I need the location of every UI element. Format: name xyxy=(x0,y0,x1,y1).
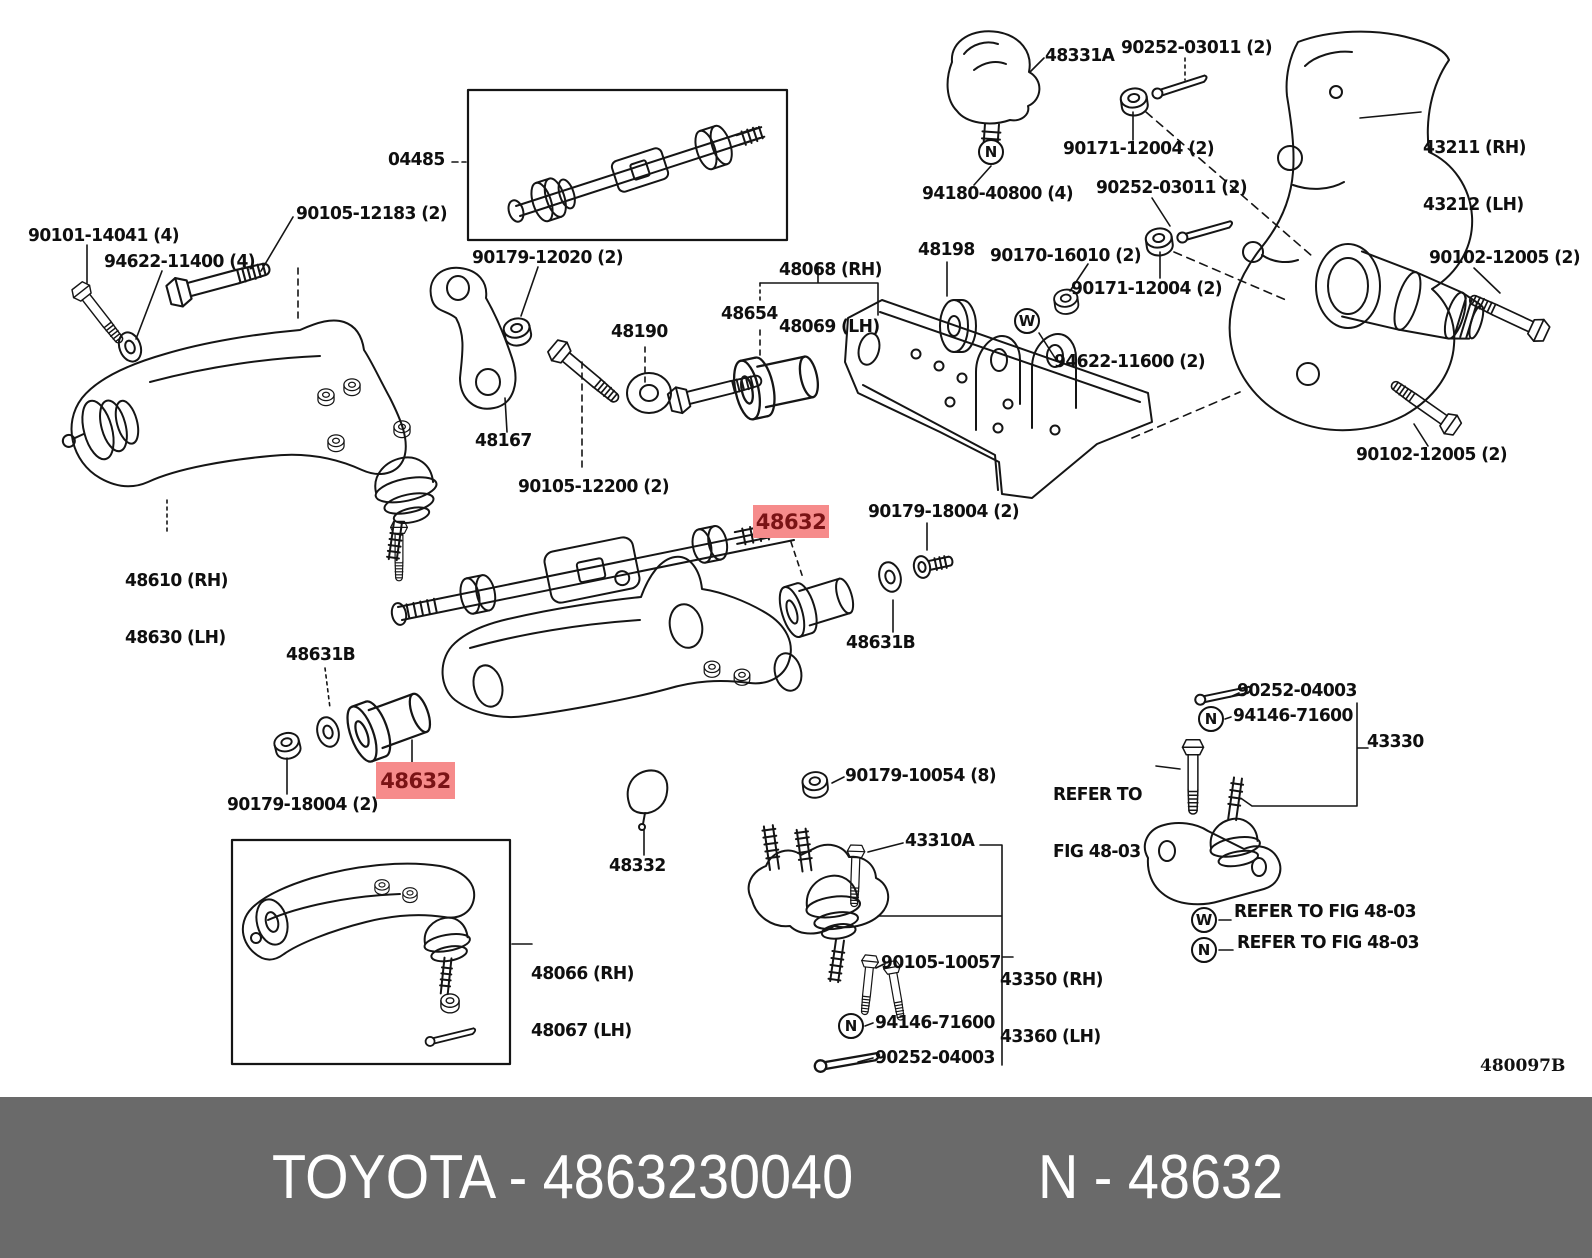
pivot-shaft-drawing xyxy=(390,522,795,626)
part-label-48066-48067: 48066 (RH) 48067 (LH) xyxy=(531,926,634,1059)
nut-symbol-n-right: N xyxy=(1198,706,1224,732)
ball-joint-mount-43350-drawing xyxy=(747,769,911,1074)
part-label-48632-highlight-1: 48632 xyxy=(753,505,829,538)
part-label-90171-12004-2: 90171-12004 (2) xyxy=(1071,278,1223,299)
part-label-90102-12005-top: 90102-12005 (2) xyxy=(1429,247,1581,268)
bracket-48068-drawing xyxy=(844,299,1153,499)
washer-symbol-w-legend: W xyxy=(1191,907,1217,933)
part-label-90252-03011-2: 90252-03011 (2) xyxy=(1096,177,1248,198)
part-label-90102-12005-2: 90102-12005 (2) xyxy=(1356,444,1508,465)
knuckle-43211-drawing xyxy=(1228,30,1553,440)
part-label-04485: 04485 xyxy=(388,149,445,170)
part-label-90101-14041: 90101-14041 (4) xyxy=(28,225,180,246)
bushing-48632-right-drawing xyxy=(773,548,956,641)
nut-symbol-n-legend: N xyxy=(1191,937,1217,963)
part-label-43330: 43330 xyxy=(1367,731,1424,752)
part-label-43211-43212: 43211 (RH) 43212 (LH) xyxy=(1423,100,1526,233)
part-label-48654: 48654 xyxy=(721,303,778,324)
label-line-1: 48610 (RH) xyxy=(125,570,228,591)
part-label-90171-12004-top: 90171-12004 (2) xyxy=(1063,138,1215,159)
label-line-2: 43212 (LH) xyxy=(1423,194,1524,215)
part-label-90170-16010: 90170-16010 (2) xyxy=(990,245,1142,266)
label-line-2: 48630 (LH) xyxy=(125,627,226,648)
part-label-90179-10054: 90179-10054 (8) xyxy=(845,765,997,786)
part-label-48190: 48190 xyxy=(611,321,668,342)
label-line-2: 48067 (LH) xyxy=(531,1020,632,1041)
label-line-2: 48069 (LH) xyxy=(779,316,880,337)
part-label-48631B-right: 48631B xyxy=(846,632,916,653)
part-label-90179-18004-right: 90179-18004 (2) xyxy=(868,501,1020,522)
label-line-1: 43350 (RH) xyxy=(1000,969,1103,990)
adjust-cam-box-drawing xyxy=(466,88,789,242)
grommet-48198-drawing xyxy=(939,299,977,353)
nut-symbol-n-bottom: N xyxy=(838,1013,864,1039)
part-label-90179-12020: 90179-12020 (2) xyxy=(472,247,624,268)
part-label-90105-12200: 90105-12200 (2) xyxy=(518,476,670,497)
part-label-48632-highlight-2: 48632 xyxy=(376,762,455,799)
label-line-1: 48066 (RH) xyxy=(531,963,634,984)
boxed-arm-48066-drawing xyxy=(230,838,512,1066)
part-label-48631B-left: 48631B xyxy=(286,644,356,665)
part-label-90179-18004-left: 90179-18004 (2) xyxy=(227,794,379,815)
label-line-1: 48068 (RH) xyxy=(779,259,882,280)
refer-note-n: REFER TO FIG 48-03 xyxy=(1237,932,1420,953)
label-line-2: FIG 48-03 xyxy=(1053,841,1141,862)
bushing-48654-drawing xyxy=(728,344,825,423)
part-label-48332: 48332 xyxy=(609,855,666,876)
link-48167-drawing xyxy=(390,266,626,582)
nut-symbol-n-top: N xyxy=(978,139,1004,165)
banner-short-part-number: N - 48632 xyxy=(1038,1143,1284,1212)
part-label-94146-71600-right: 94146-71600 xyxy=(1233,705,1353,726)
ball-joint-43330-drawing xyxy=(1143,685,1282,906)
part-label-48331A: 48331A xyxy=(1045,45,1115,66)
part-label-94180-40800: 94180-40800 (4) xyxy=(922,183,1074,204)
label-line-2: 43360 (LH) xyxy=(1000,1026,1101,1047)
part-label-90252-03011-top: 90252-03011 (2) xyxy=(1121,37,1273,58)
part-label-90105-12183: 90105-12183 (2) xyxy=(296,203,448,224)
part-label-94622-11400: 94622-11400 (4) xyxy=(104,251,256,272)
cap-48332-drawing xyxy=(626,769,669,831)
part-label-43350-43360: 43350 (RH) 43360 (LH) xyxy=(1000,932,1103,1065)
label-line-1: REFER TO xyxy=(1053,784,1143,805)
part-label-48610-48630: 48610 (RH) 48630 (LH) xyxy=(125,533,228,666)
part-label-94622-11600: 94622-11600 (2) xyxy=(1054,351,1206,372)
refer-note-w: REFER TO FIG 48-03 xyxy=(1234,901,1417,922)
part-label-48068-48069: 48068 (RH) 48069 (LH) xyxy=(779,222,882,355)
bolt-48190-drawing xyxy=(626,365,766,417)
part-label-90252-04003-right: 90252-04003 xyxy=(1237,680,1357,701)
part-label-90252-04003-bottom: 90252-04003 xyxy=(875,1047,995,1068)
part-number-banner xyxy=(0,1097,1592,1258)
part-label-48198: 48198 xyxy=(918,239,975,260)
part-label-90105-10057: 90105-10057 xyxy=(881,952,1001,973)
upper-arm-48610-drawing xyxy=(61,319,438,562)
banner-brand-part-number: TOYOTA - 4863230040 xyxy=(272,1143,854,1212)
center-upper-arm-drawing xyxy=(441,555,803,718)
label-line-1: 43211 (RH) xyxy=(1423,137,1526,158)
figure-code: 480097B xyxy=(1480,1056,1566,1076)
part-label-43310A: 43310A xyxy=(905,830,975,851)
washer-symbol-w-mid: W xyxy=(1014,308,1040,334)
part-label-48167: 48167 xyxy=(475,430,532,451)
part-label-94146-71600-bottom: 94146-71600 xyxy=(875,1012,995,1033)
refer-note-1: REFER TO FIG 48-03 xyxy=(1053,747,1143,880)
